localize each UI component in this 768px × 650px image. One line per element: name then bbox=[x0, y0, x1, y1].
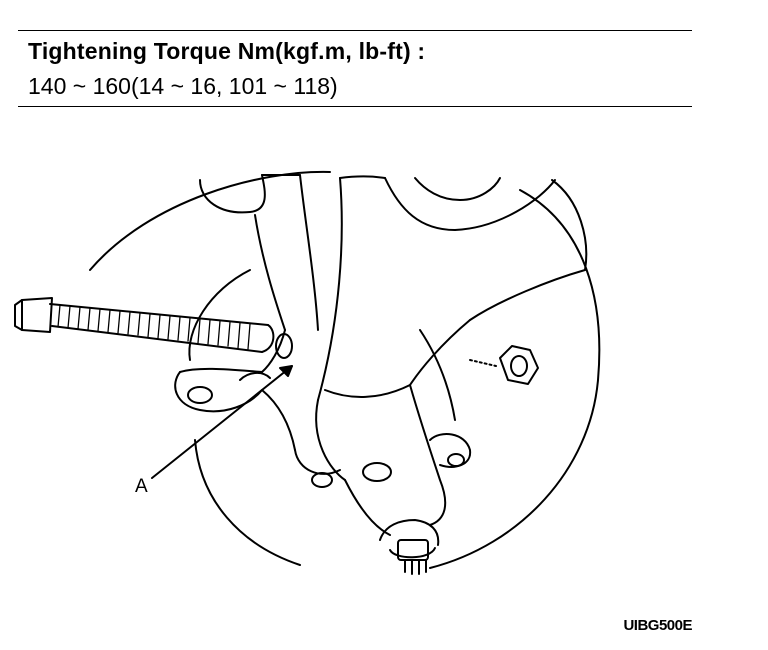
spec-bottom-rule bbox=[18, 106, 692, 107]
knuckle-bolt-hole bbox=[275, 333, 293, 359]
callout-a-leader bbox=[151, 365, 293, 479]
callout-a-label: A bbox=[135, 476, 148, 497]
figure-code: UIBG500E bbox=[623, 617, 692, 634]
torque-spec-title: Tightening Torque Nm(kgf.m, lb-ft) : bbox=[28, 38, 426, 64]
torque-spec-box: Tightening Torque Nm(kgf.m, lb-ft) : 140… bbox=[18, 30, 692, 108]
brake-disc bbox=[89, 170, 601, 569]
mounting-bolt bbox=[14, 297, 275, 353]
mounting-nut bbox=[469, 345, 539, 385]
ball-joint bbox=[379, 519, 440, 575]
steering-knuckle bbox=[174, 174, 341, 488]
lower-arm-assembly-illustration: A bbox=[14, 170, 601, 575]
lower-control-arm bbox=[315, 175, 588, 536]
torque-spec-value: 140 ~ 160(14 ~ 16, 101 ~ 118) bbox=[28, 73, 338, 99]
spec-top-rule bbox=[18, 30, 692, 31]
